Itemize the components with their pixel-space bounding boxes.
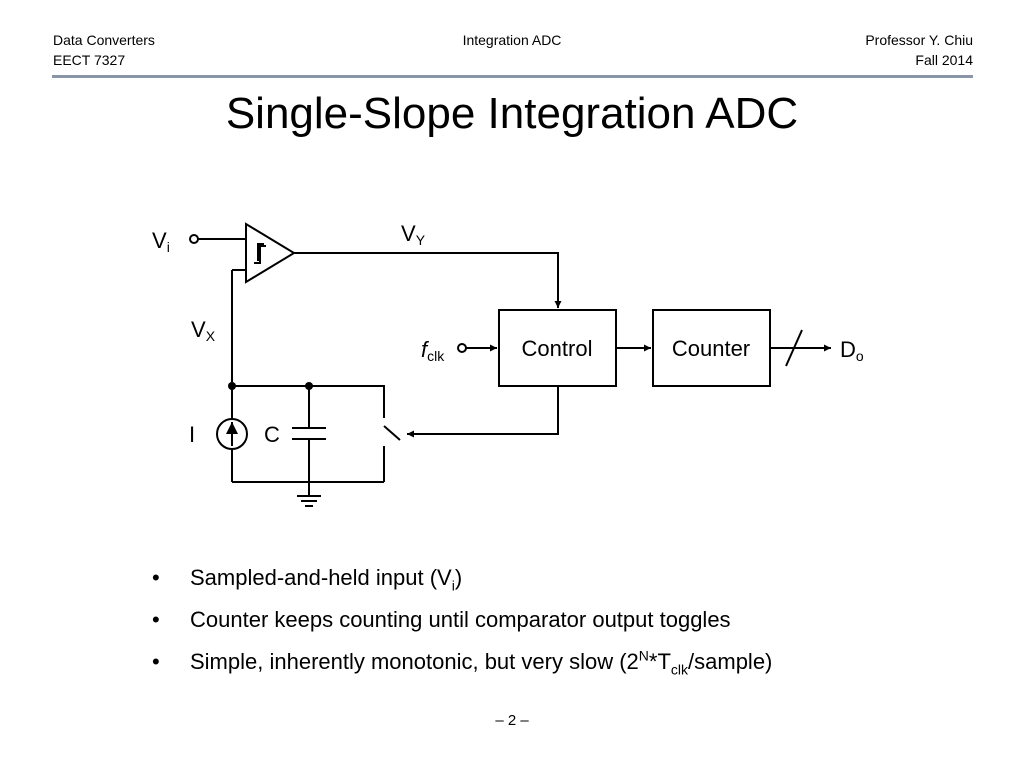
bus-slash: [785, 329, 803, 367]
hysteresis-icon: [254, 243, 266, 264]
fclk-label: fclk: [421, 337, 445, 364]
header-center: Integration ADC: [462, 32, 562, 48]
cap-label: C: [264, 422, 280, 447]
bullet-list: • Sampled-and-held input (Vi) • Counter …: [152, 562, 772, 688]
slide-title: Single-Slope Integration ADC: [225, 89, 799, 138]
page-number: – 2 –: [495, 712, 529, 729]
fclk-terminal: [457, 343, 467, 353]
professor-name: Professor Y. Chiu: [865, 32, 973, 48]
bullet-dot: •: [152, 565, 160, 590]
vx-label: VX: [191, 317, 216, 344]
comparator: [245, 222, 296, 284]
header-right: Professor Y. Chiu Fall 2014: [865, 30, 973, 70]
header-divider: [52, 75, 973, 78]
vi-label: Vi: [152, 228, 170, 255]
bullet-item-1: • Sampled-and-held input (Vi): [152, 562, 772, 604]
vy-label: VY: [401, 221, 426, 248]
bullet-dot: •: [152, 607, 160, 632]
vi-terminal: [189, 234, 199, 244]
reset-switch: [383, 425, 401, 441]
course-code: EECT 7327: [53, 52, 126, 68]
semester: Fall 2014: [915, 52, 973, 68]
current-label: I: [189, 422, 195, 447]
vx-junction-dot: [228, 382, 236, 390]
control-to-switch-wire: [407, 386, 559, 438]
cap-junction-dot: [305, 382, 313, 390]
header-left: Data Converters EECT 7327: [53, 30, 155, 70]
bullet-item-3: • Simple, inherently monotonic, but very…: [152, 647, 773, 678]
top-node-wire: [232, 385, 385, 418]
counter-label: Counter: [672, 336, 750, 361]
bullet-item-2: • Counter keeps counting until comparato…: [152, 604, 772, 646]
control-label: Control: [522, 336, 593, 361]
do-label: Do: [840, 337, 864, 364]
course-name: Data Converters: [53, 32, 155, 48]
bullet-dot: •: [152, 649, 160, 674]
vy-wire: [294, 252, 562, 308]
